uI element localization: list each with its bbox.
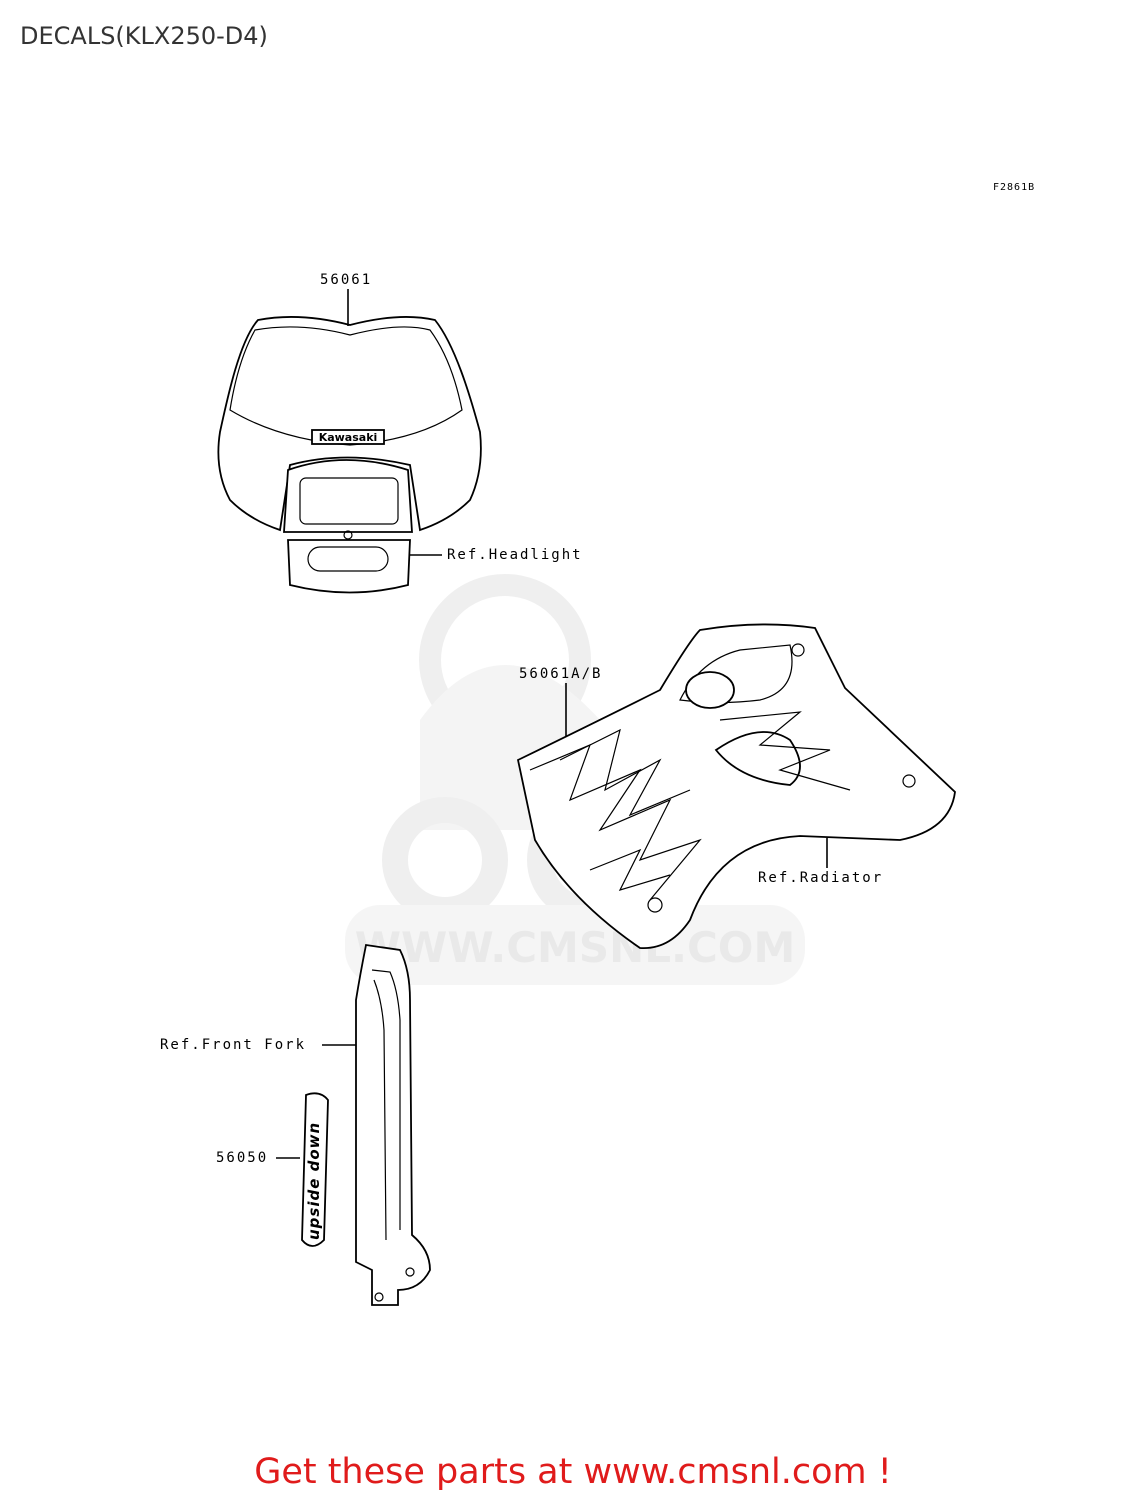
figure-code: F2861B [993, 182, 1035, 193]
brand-text: Kawasaki [319, 431, 378, 444]
label-ref-front-fork: Ref.Front Fork [160, 1037, 306, 1053]
watermark-text: WWW.CMSNL.COM [355, 923, 796, 972]
fork-decal: upside down [301, 1092, 329, 1247]
watermark-logo: WWW.CMSNL.COM [345, 574, 805, 985]
label-ref-radiator: Ref.Radiator [758, 870, 883, 886]
label-56061ab: 56061A/B [519, 666, 602, 682]
diagram-title: DECALS(KLX250-D4) [20, 22, 268, 50]
label-56050: 56050 [216, 1150, 268, 1166]
headlight-plate: Kawasaki [217, 316, 482, 594]
label-ref-headlight: Ref.Headlight [447, 547, 583, 563]
footer-cta[interactable]: Get these parts at www.cmsnl.com ! [254, 1452, 892, 1492]
radiator-shroud [516, 623, 956, 949]
fork-decal-text: upside down [305, 1122, 323, 1240]
front-fork-guard [355, 943, 431, 1306]
label-56061: 56061 [320, 272, 372, 288]
